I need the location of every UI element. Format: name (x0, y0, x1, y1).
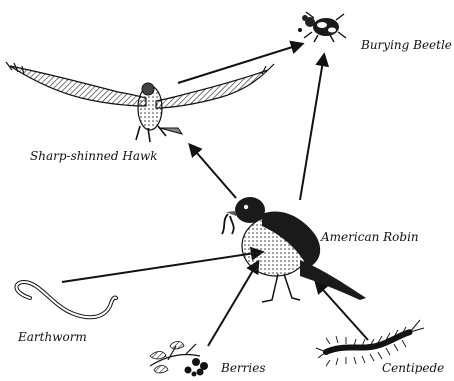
label-american-robin: American Robin (321, 231, 419, 243)
arrow-robin-to-hawk (190, 145, 236, 198)
label-sharp-shinned-hawk: Sharp-shinned Hawk (30, 150, 158, 162)
label-centipede: Centipede (382, 362, 454, 374)
sharp-shinned-hawk-illustration (6, 62, 274, 142)
arrow-berries-to-robin (208, 262, 258, 346)
centipede-illustration (316, 320, 424, 366)
earthworm-illustration (16, 282, 116, 317)
label-berries: Berries (221, 362, 266, 374)
arrow-hawk-to-beetle (178, 44, 302, 83)
label-earthworm: Earthworm (18, 331, 87, 343)
berries-illustration (150, 342, 208, 377)
burying-beetle-illustration (298, 12, 346, 42)
label-burying-beetle: Burying Beetle (361, 39, 452, 51)
arrow-earthworm-to-robin (62, 252, 262, 282)
arrow-robin-to-beetle (300, 55, 324, 200)
